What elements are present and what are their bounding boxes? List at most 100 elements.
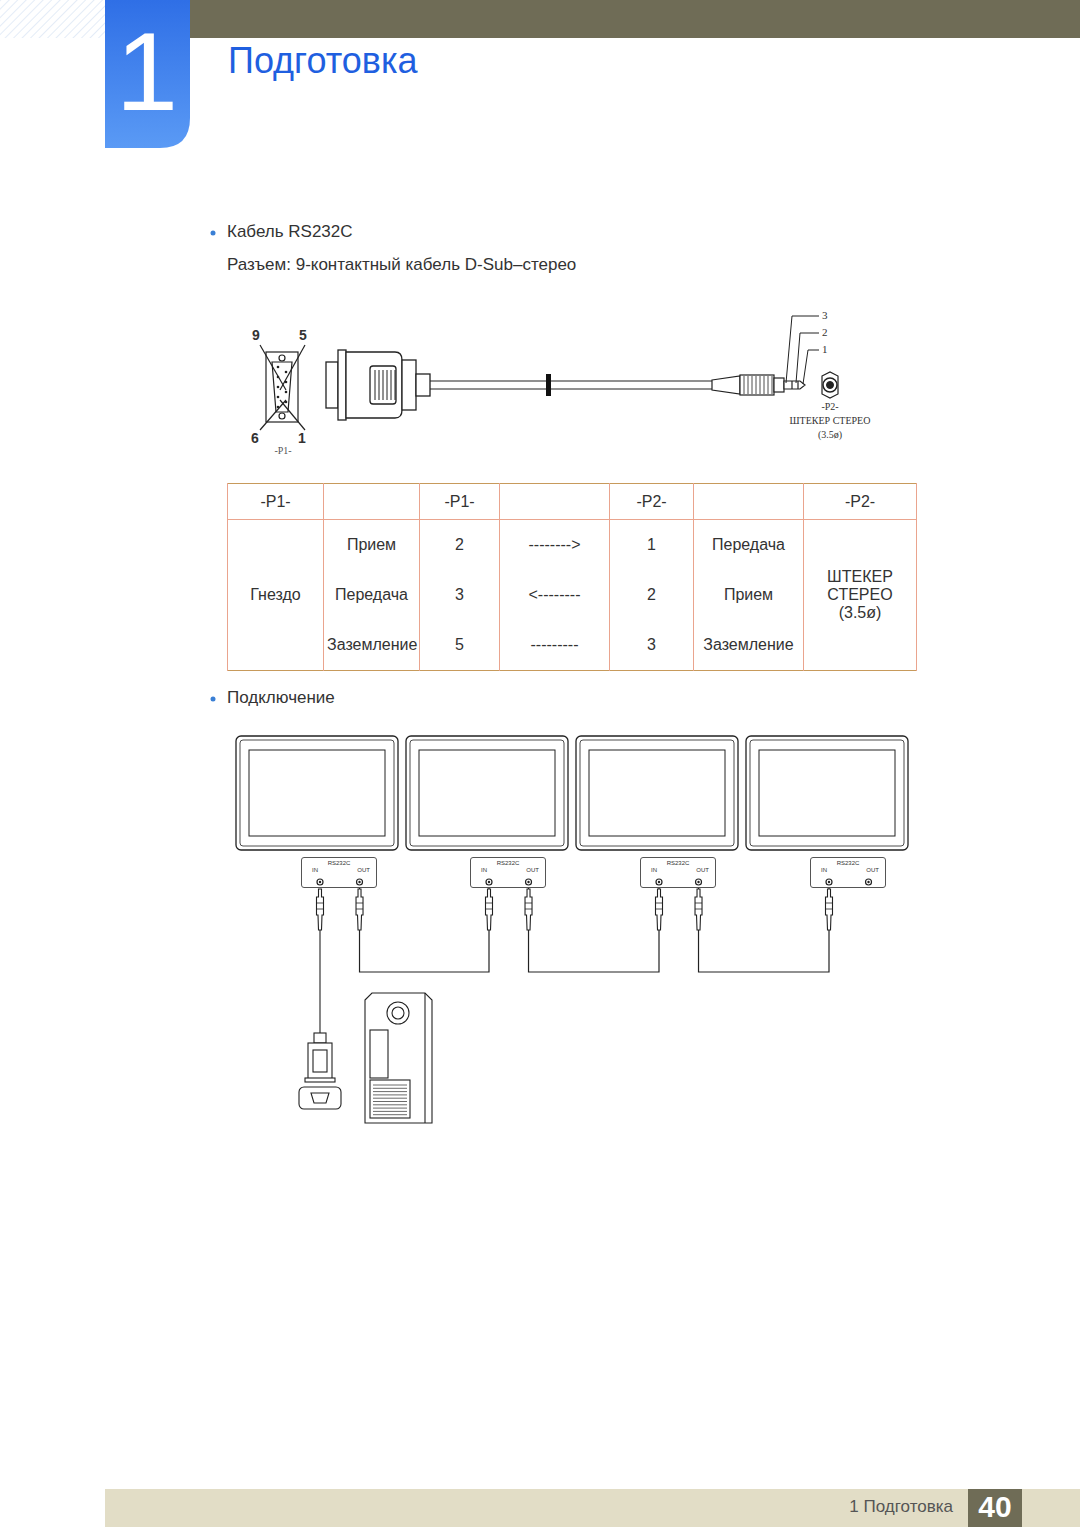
table-cell: Заземление: [324, 620, 420, 671]
table-cell: <--------: [500, 570, 610, 620]
cable: [430, 388, 712, 389]
callout-label: 1: [298, 430, 306, 446]
hatch: [0, 0, 105, 38]
callout-label: 2: [822, 326, 828, 339]
jack: [317, 879, 323, 885]
monitor-screen: [589, 750, 725, 836]
table-cell: 2: [610, 570, 694, 620]
pin-dots: [277, 366, 288, 409]
cable-connector: [699, 888, 829, 972]
cable-connector: [529, 888, 659, 972]
pin-dot: [277, 406, 280, 409]
port-name: IN: [481, 867, 487, 873]
callout-label: 1: [822, 343, 828, 356]
pin-table: -P1--P1--P2--P2-ГнездоПрием2-------->1Пе…: [227, 483, 917, 671]
chapter-block: [105, 0, 190, 148]
rib: [748, 376, 749, 394]
port-row: INOUT: [641, 866, 715, 873]
table-cell: Передача: [694, 520, 804, 571]
bullet-text: Разъем: 9-контактный кабель D-Sub–стерео: [227, 255, 576, 275]
jack-core: [527, 881, 529, 883]
port-name: OUT: [696, 867, 709, 873]
plug-ring: [695, 909, 702, 910]
plug-ring: [695, 903, 702, 904]
slot-line: [373, 1098, 407, 1099]
table-cell: 5: [420, 620, 500, 671]
callout-label: 5: [299, 327, 307, 343]
plug: [356, 889, 363, 930]
plug: [656, 889, 663, 930]
cell-text: Передача: [335, 586, 408, 603]
header-bar: [105, 0, 1080, 38]
plug: [525, 889, 532, 930]
port-title: RS232C: [471, 858, 545, 866]
cell-text: Прием: [724, 586, 773, 603]
bullet-text: Подключение: [227, 688, 335, 708]
jack-core: [319, 881, 321, 883]
jack-core: [828, 881, 830, 883]
jack-core: [658, 881, 660, 883]
ferrite: [546, 374, 551, 396]
port-panel: RS232CINOUT: [810, 857, 886, 888]
bullet: [211, 231, 216, 236]
plug-ring: [826, 909, 833, 910]
table-cell: 1: [610, 520, 694, 571]
cell-text: Прием: [347, 536, 396, 553]
chapter-number: 1: [116, 8, 178, 137]
plug-ring: [356, 909, 363, 910]
stereo-plug: [712, 375, 805, 395]
pin-dot: [285, 371, 288, 374]
cell-text: ---------: [531, 636, 579, 653]
cell-text: -P1-: [260, 493, 290, 510]
cell-text: Передача: [712, 536, 785, 553]
plug: [826, 889, 833, 930]
rib: [395, 370, 396, 400]
jack-symbol: [822, 372, 838, 398]
rib: [387, 370, 388, 400]
table-cell: ---------: [500, 620, 610, 671]
plug-ring: [356, 903, 363, 904]
page-number: 40: [978, 1490, 1011, 1525]
cell-text: Гнездо: [250, 586, 300, 603]
rib: [756, 376, 757, 394]
chapter-title: Подготовка: [228, 40, 417, 81]
cell-text: ШТЕКЕР СТЕРЕО (3.5ø): [827, 568, 893, 621]
plug-ring: [486, 903, 493, 904]
leader-lines: [786, 316, 819, 384]
pin-dot: [277, 366, 280, 369]
monitor-screen: [419, 750, 555, 836]
dsub-connector: [326, 350, 430, 420]
port-title: RS232C: [641, 858, 715, 866]
table-row: ГнездоПрием2-------->1ПередачаШТЕКЕР СТЕ…: [228, 520, 917, 571]
callout-label: -P1-: [274, 445, 291, 457]
rib: [764, 376, 765, 394]
pin-dot: [285, 391, 288, 394]
plug-body: [826, 889, 833, 930]
monitor-frame: [406, 736, 568, 850]
port-name: OUT: [866, 867, 879, 873]
rib: [772, 376, 773, 394]
jack-core: [488, 881, 490, 883]
cell-text: Заземление: [703, 636, 793, 653]
bullet-text: Кабель RS232C: [227, 222, 353, 242]
slot-line: [373, 1104, 407, 1105]
jack: [866, 879, 872, 885]
table-cell: Передача: [324, 570, 420, 620]
callout-label: ШТЕКЕР СТЕРЕО: [790, 415, 871, 427]
page-number-box: [968, 1489, 1022, 1527]
cell-text: 1: [647, 536, 656, 553]
footer-text: 1 Подготовка: [849, 1497, 953, 1517]
slot-line: [373, 1114, 407, 1115]
pin-dot: [285, 401, 288, 404]
callout-label: 3: [822, 309, 828, 322]
plug-body: [317, 889, 324, 930]
plug-ring: [486, 909, 493, 910]
jack: [486, 879, 492, 885]
slot-line: [373, 1108, 407, 1109]
port-name: IN: [821, 867, 827, 873]
jack: [696, 879, 702, 885]
monitor-bezel: [580, 740, 734, 846]
table-cell: 3: [610, 620, 694, 671]
